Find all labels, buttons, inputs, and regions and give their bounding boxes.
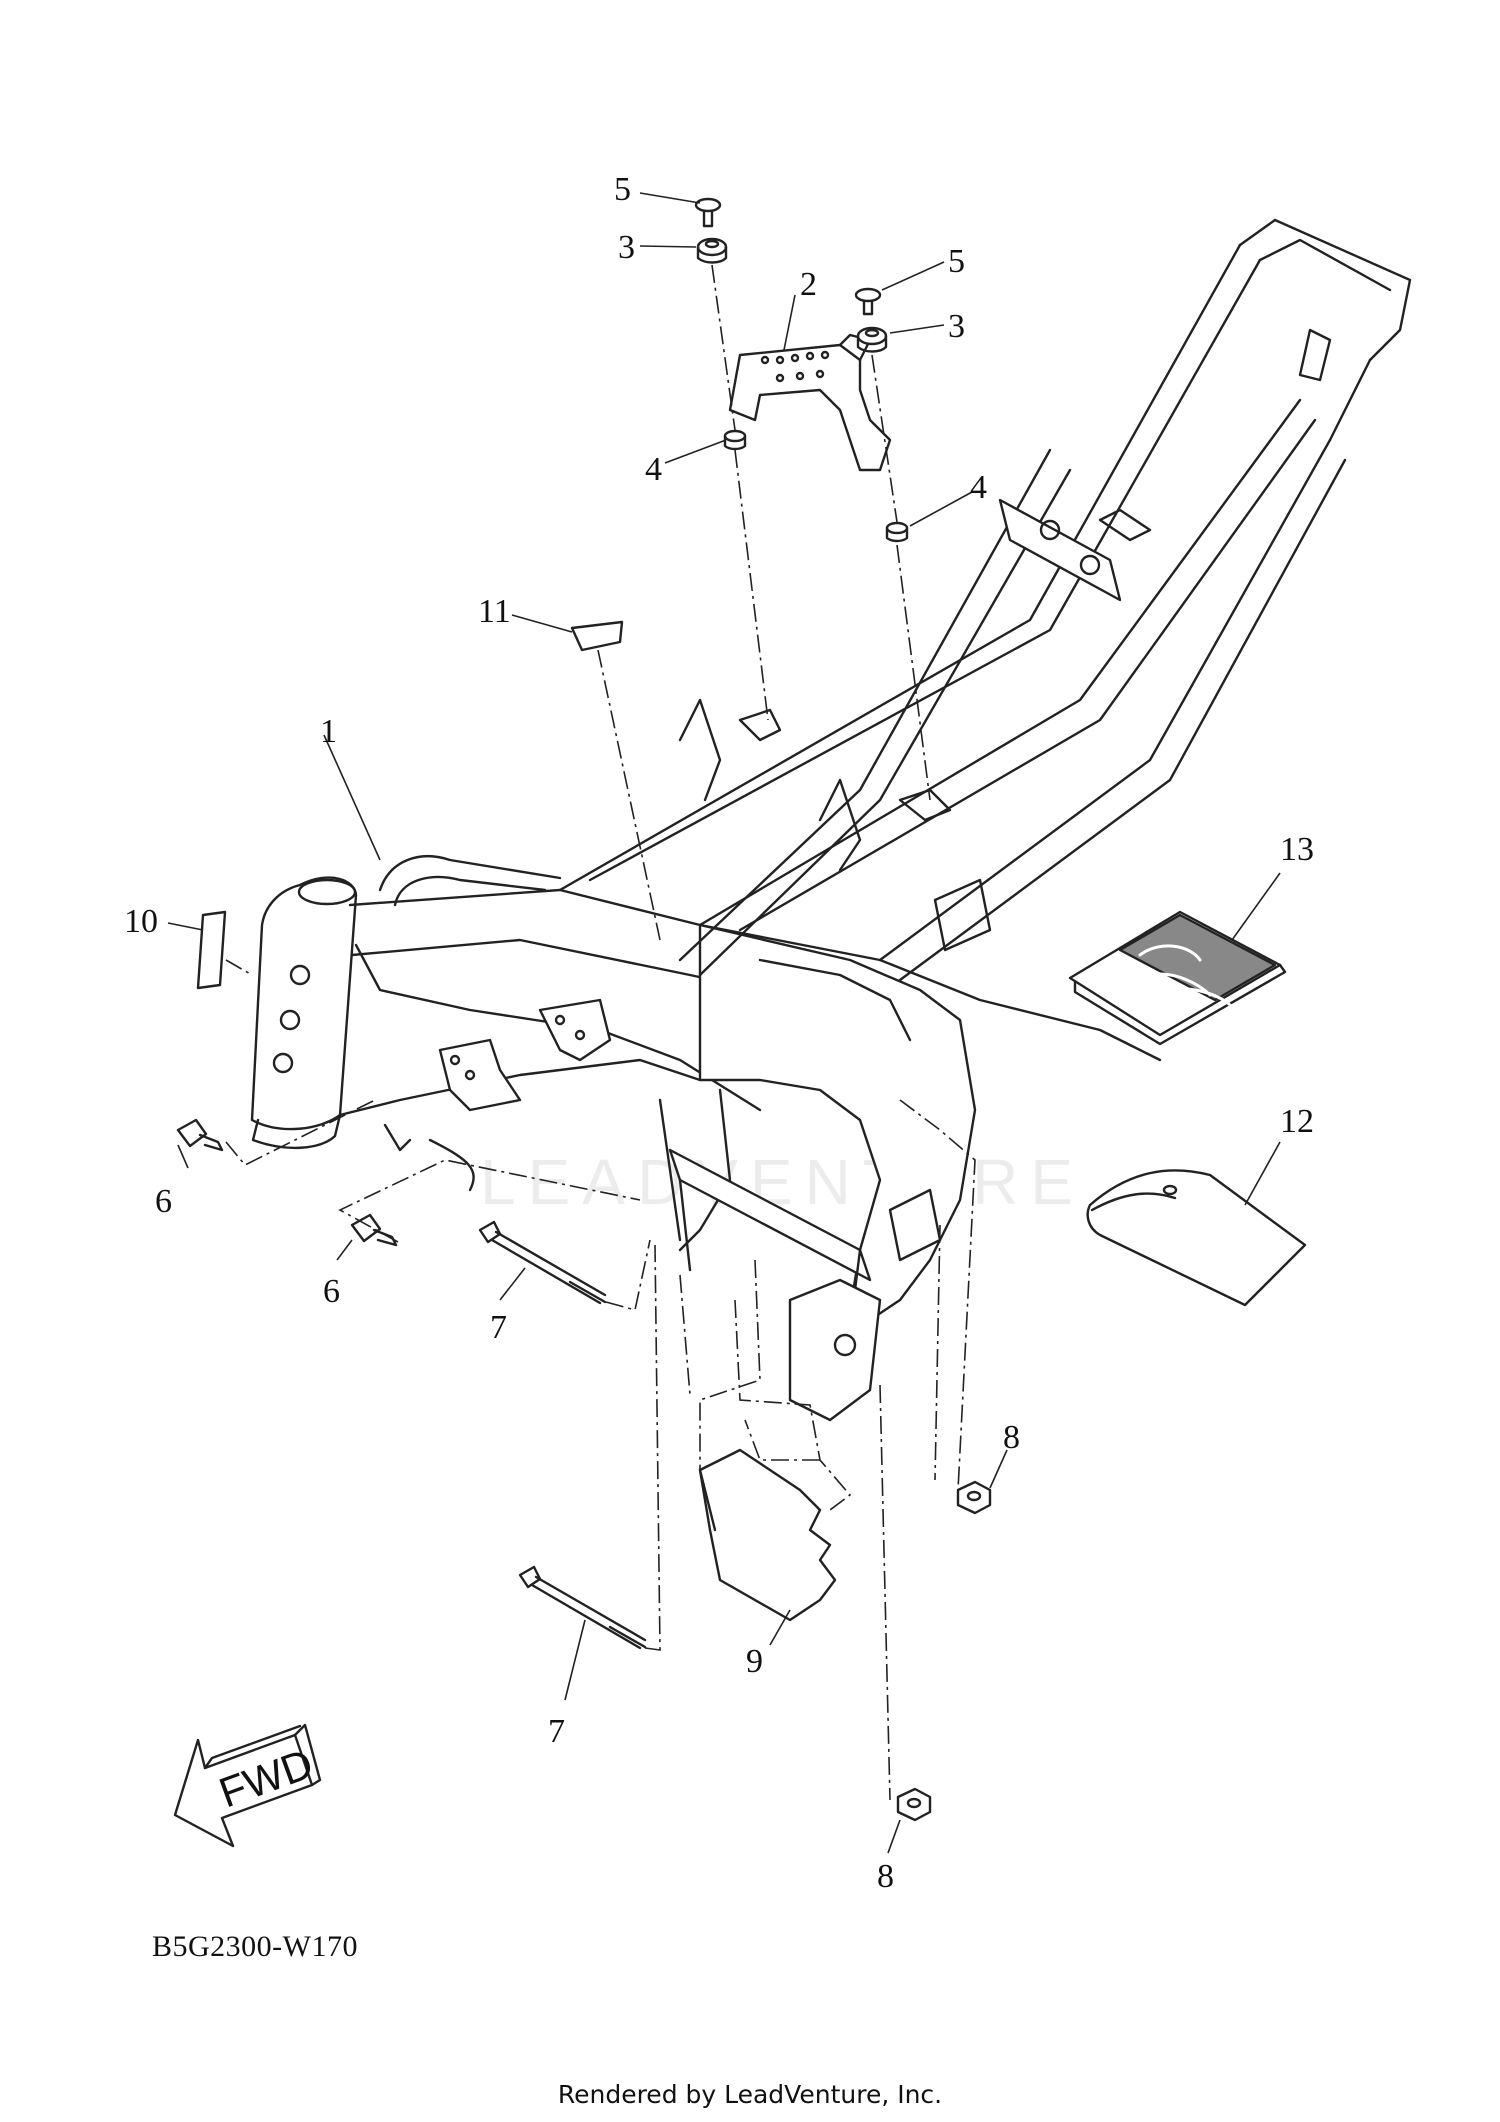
callout-2: 2 xyxy=(800,266,817,303)
callout-4-left: 4 xyxy=(645,451,662,488)
callout-7-lower: 7 xyxy=(548,1713,565,1750)
diagram-code: B5G2300-W170 xyxy=(152,1930,358,1963)
callout-10: 10 xyxy=(124,903,158,940)
footer-credit: Rendered by LeadVenture, Inc. xyxy=(557,2080,943,2109)
long-bolt-7-lower xyxy=(518,1565,647,1650)
bolt-6-upper xyxy=(176,1118,224,1152)
long-bolt-7-upper xyxy=(478,1220,607,1305)
collar-4-left xyxy=(723,429,747,451)
nut-8-lower xyxy=(896,1787,932,1822)
grommet-3-left xyxy=(696,237,728,264)
main-frame xyxy=(250,218,1412,1422)
collar-4-right xyxy=(885,521,909,543)
callouts: 1 2 3 3 4 4 5 5 6 6 7 7 8 8 9 10 11 12 1… xyxy=(124,171,1314,1895)
callout-8-lower: 8 xyxy=(877,1858,894,1895)
callout-5-left: 5 xyxy=(614,171,631,208)
label-11 xyxy=(570,620,624,652)
callout-12: 12 xyxy=(1280,1103,1314,1140)
grommet-3-right xyxy=(856,326,888,353)
owners-manual xyxy=(1068,910,1287,1046)
callout-7-upper: 7 xyxy=(490,1309,507,1346)
protector xyxy=(1086,1169,1307,1307)
callout-5-right: 5 xyxy=(948,243,965,280)
callout-9: 9 xyxy=(746,1643,763,1680)
callout-3-left: 3 xyxy=(618,229,635,266)
seat-bracket xyxy=(728,333,892,472)
bolt-5-left xyxy=(694,197,722,228)
callout-1: 1 xyxy=(320,713,337,750)
callout-3-right: 3 xyxy=(948,308,965,345)
callout-8-upper: 8 xyxy=(1003,1419,1020,1456)
callout-4-right: 4 xyxy=(970,469,987,506)
callout-11: 11 xyxy=(478,593,511,630)
callout-6-upper: 6 xyxy=(155,1183,172,1220)
damper xyxy=(196,910,227,990)
forward-arrow xyxy=(173,1723,322,1848)
callout-13: 13 xyxy=(1280,831,1314,868)
bolt-5-right xyxy=(854,287,882,316)
cover-plate xyxy=(698,1448,837,1622)
nut-8-upper xyxy=(956,1480,992,1515)
callout-6-lower: 6 xyxy=(323,1273,340,1310)
